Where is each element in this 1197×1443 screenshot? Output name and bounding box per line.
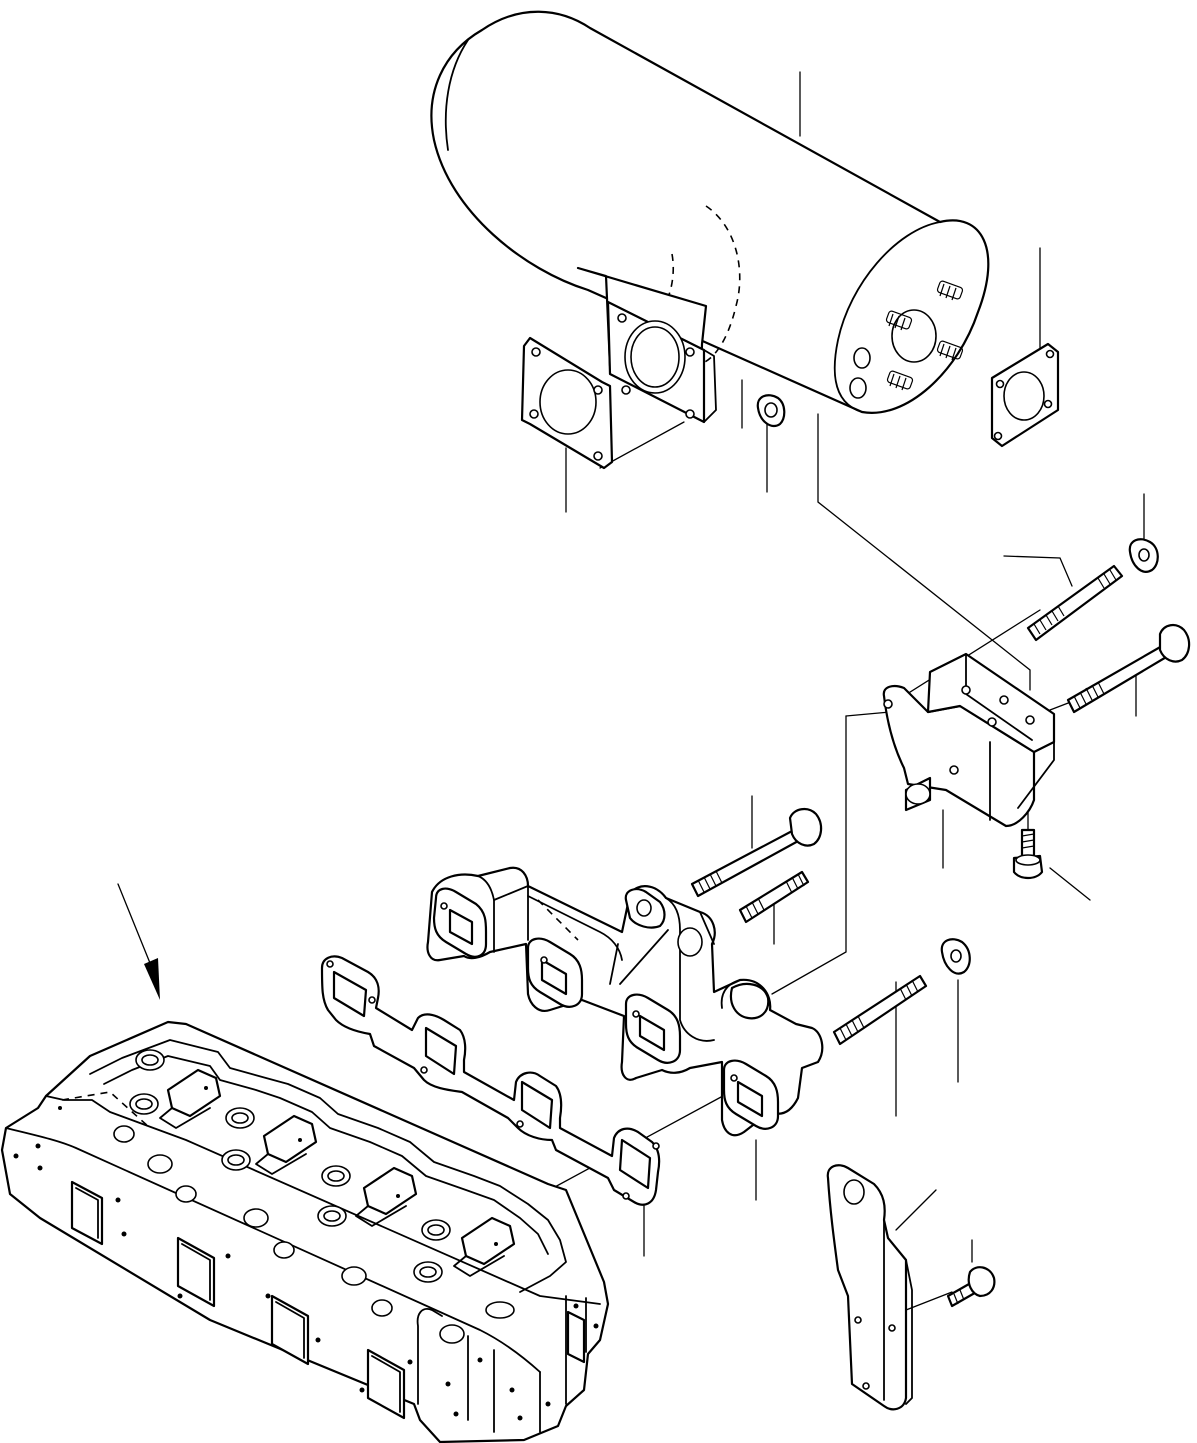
nut-manifold — [942, 939, 970, 973]
muffler-inlet-flange — [578, 268, 716, 422]
nut-muffler — [758, 395, 784, 426]
nut-stud — [1130, 539, 1158, 572]
stud-manifold-lower — [834, 976, 926, 1044]
gasket-muffler-inlet — [522, 338, 612, 468]
direction-arrow — [118, 884, 160, 1000]
stud-manifold — [740, 872, 808, 922]
bolt-manifold — [692, 809, 821, 896]
muffler-outlet-face — [850, 280, 963, 398]
bolt-strap — [948, 1267, 994, 1306]
valve-springs — [114, 1050, 514, 1343]
muffler-bracket — [884, 654, 1054, 826]
muffler — [431, 12, 988, 422]
gasket-muffler-outlet — [992, 344, 1058, 446]
cylinder-head-bolt-holes — [13, 1086, 599, 1421]
support-strap — [828, 1165, 912, 1409]
manifold-gasket — [322, 956, 659, 1204]
cylinder-head — [2, 1022, 608, 1442]
bolt-bracket-bottom — [1014, 830, 1042, 878]
stud-long — [1028, 566, 1122, 640]
exhaust-manifold — [428, 868, 823, 1135]
bolt-bracket-long — [1068, 625, 1189, 712]
rocker-arms — [160, 1070, 514, 1276]
